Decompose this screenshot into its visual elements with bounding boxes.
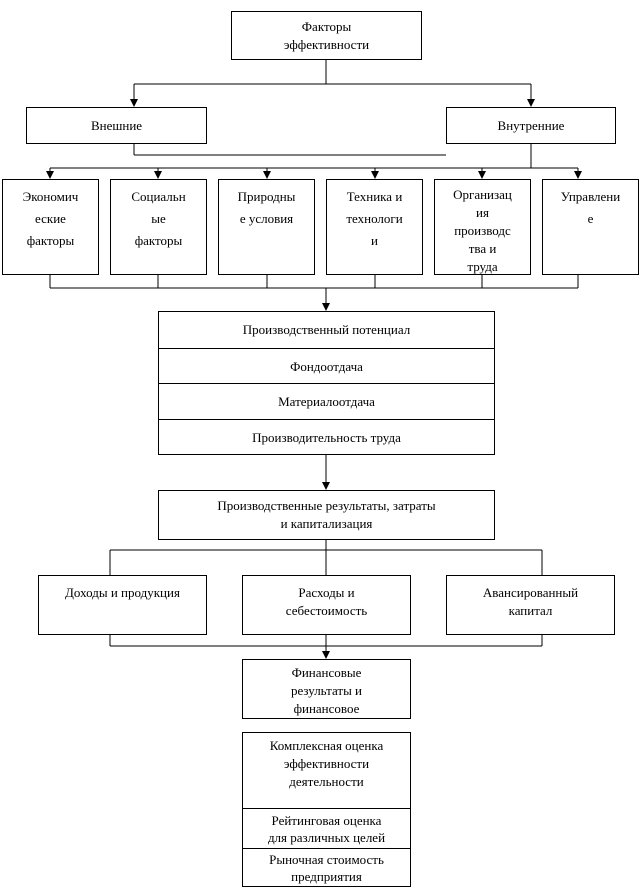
factor-organization: Организац ия производс тва и труда	[434, 179, 531, 275]
factor-label: Управлени е	[560, 189, 621, 226]
external-factors-node: Внешние	[26, 107, 207, 144]
component-expenses: Расходы и себестоимость	[242, 575, 411, 635]
results-node: Производственные результаты, затраты и к…	[158, 490, 495, 540]
component-capital: Авансированный капитал	[446, 575, 615, 635]
potential-row-labor-productivity: Производительность труда	[159, 419, 494, 454]
results-label: Производственные результаты, затраты и к…	[217, 498, 436, 531]
internal-label: Внутренние	[497, 117, 565, 133]
external-label: Внешние	[90, 117, 143, 133]
component-label: Авансированный капитал	[482, 585, 579, 618]
potential-row-production: Производственный потенциал	[159, 312, 494, 347]
internal-factors-node: Внутренние	[446, 107, 616, 144]
factor-label: Техника и технологи и	[346, 189, 403, 248]
factor-label: Организац ия производс тва и труда	[453, 187, 512, 274]
factor-label: Социальн ые факторы	[131, 189, 186, 248]
component-label: Расходы и себестоимость	[285, 585, 368, 618]
factor-label: Природны е условия	[237, 189, 296, 226]
financial-node: Финансовые результаты и финансовое	[242, 659, 411, 719]
factor-management: Управлени е	[542, 179, 639, 275]
factor-economic: Экономич еские факторы	[2, 179, 99, 275]
assessment-row-market-value: Рыночная стоимость предприятия	[243, 848, 410, 886]
factor-natural: Природны е условия	[218, 179, 315, 275]
factor-social: Социальн ые факторы	[110, 179, 207, 275]
potential-row-material-efficiency: Материалоотдача	[159, 383, 494, 419]
assessment-row-complex: Комплексная оценка эффективности деятель…	[243, 733, 410, 808]
assessment-row-rating: Рейтинговая оценка для различных целей	[243, 808, 410, 848]
component-label: Доходы и продукция	[65, 585, 180, 600]
potential-row-capital-productivity: Фондоотдача	[159, 348, 494, 383]
root-node: Факторы эффективности	[231, 11, 422, 60]
root-label: Факторы эффективности	[283, 18, 370, 52]
financial-label: Финансовые результаты и финансовое	[290, 665, 363, 716]
factor-technology: Техника и технологи и	[326, 179, 423, 275]
component-income: Доходы и продукция	[38, 575, 207, 635]
factor-label: Экономич еские факторы	[22, 189, 79, 248]
